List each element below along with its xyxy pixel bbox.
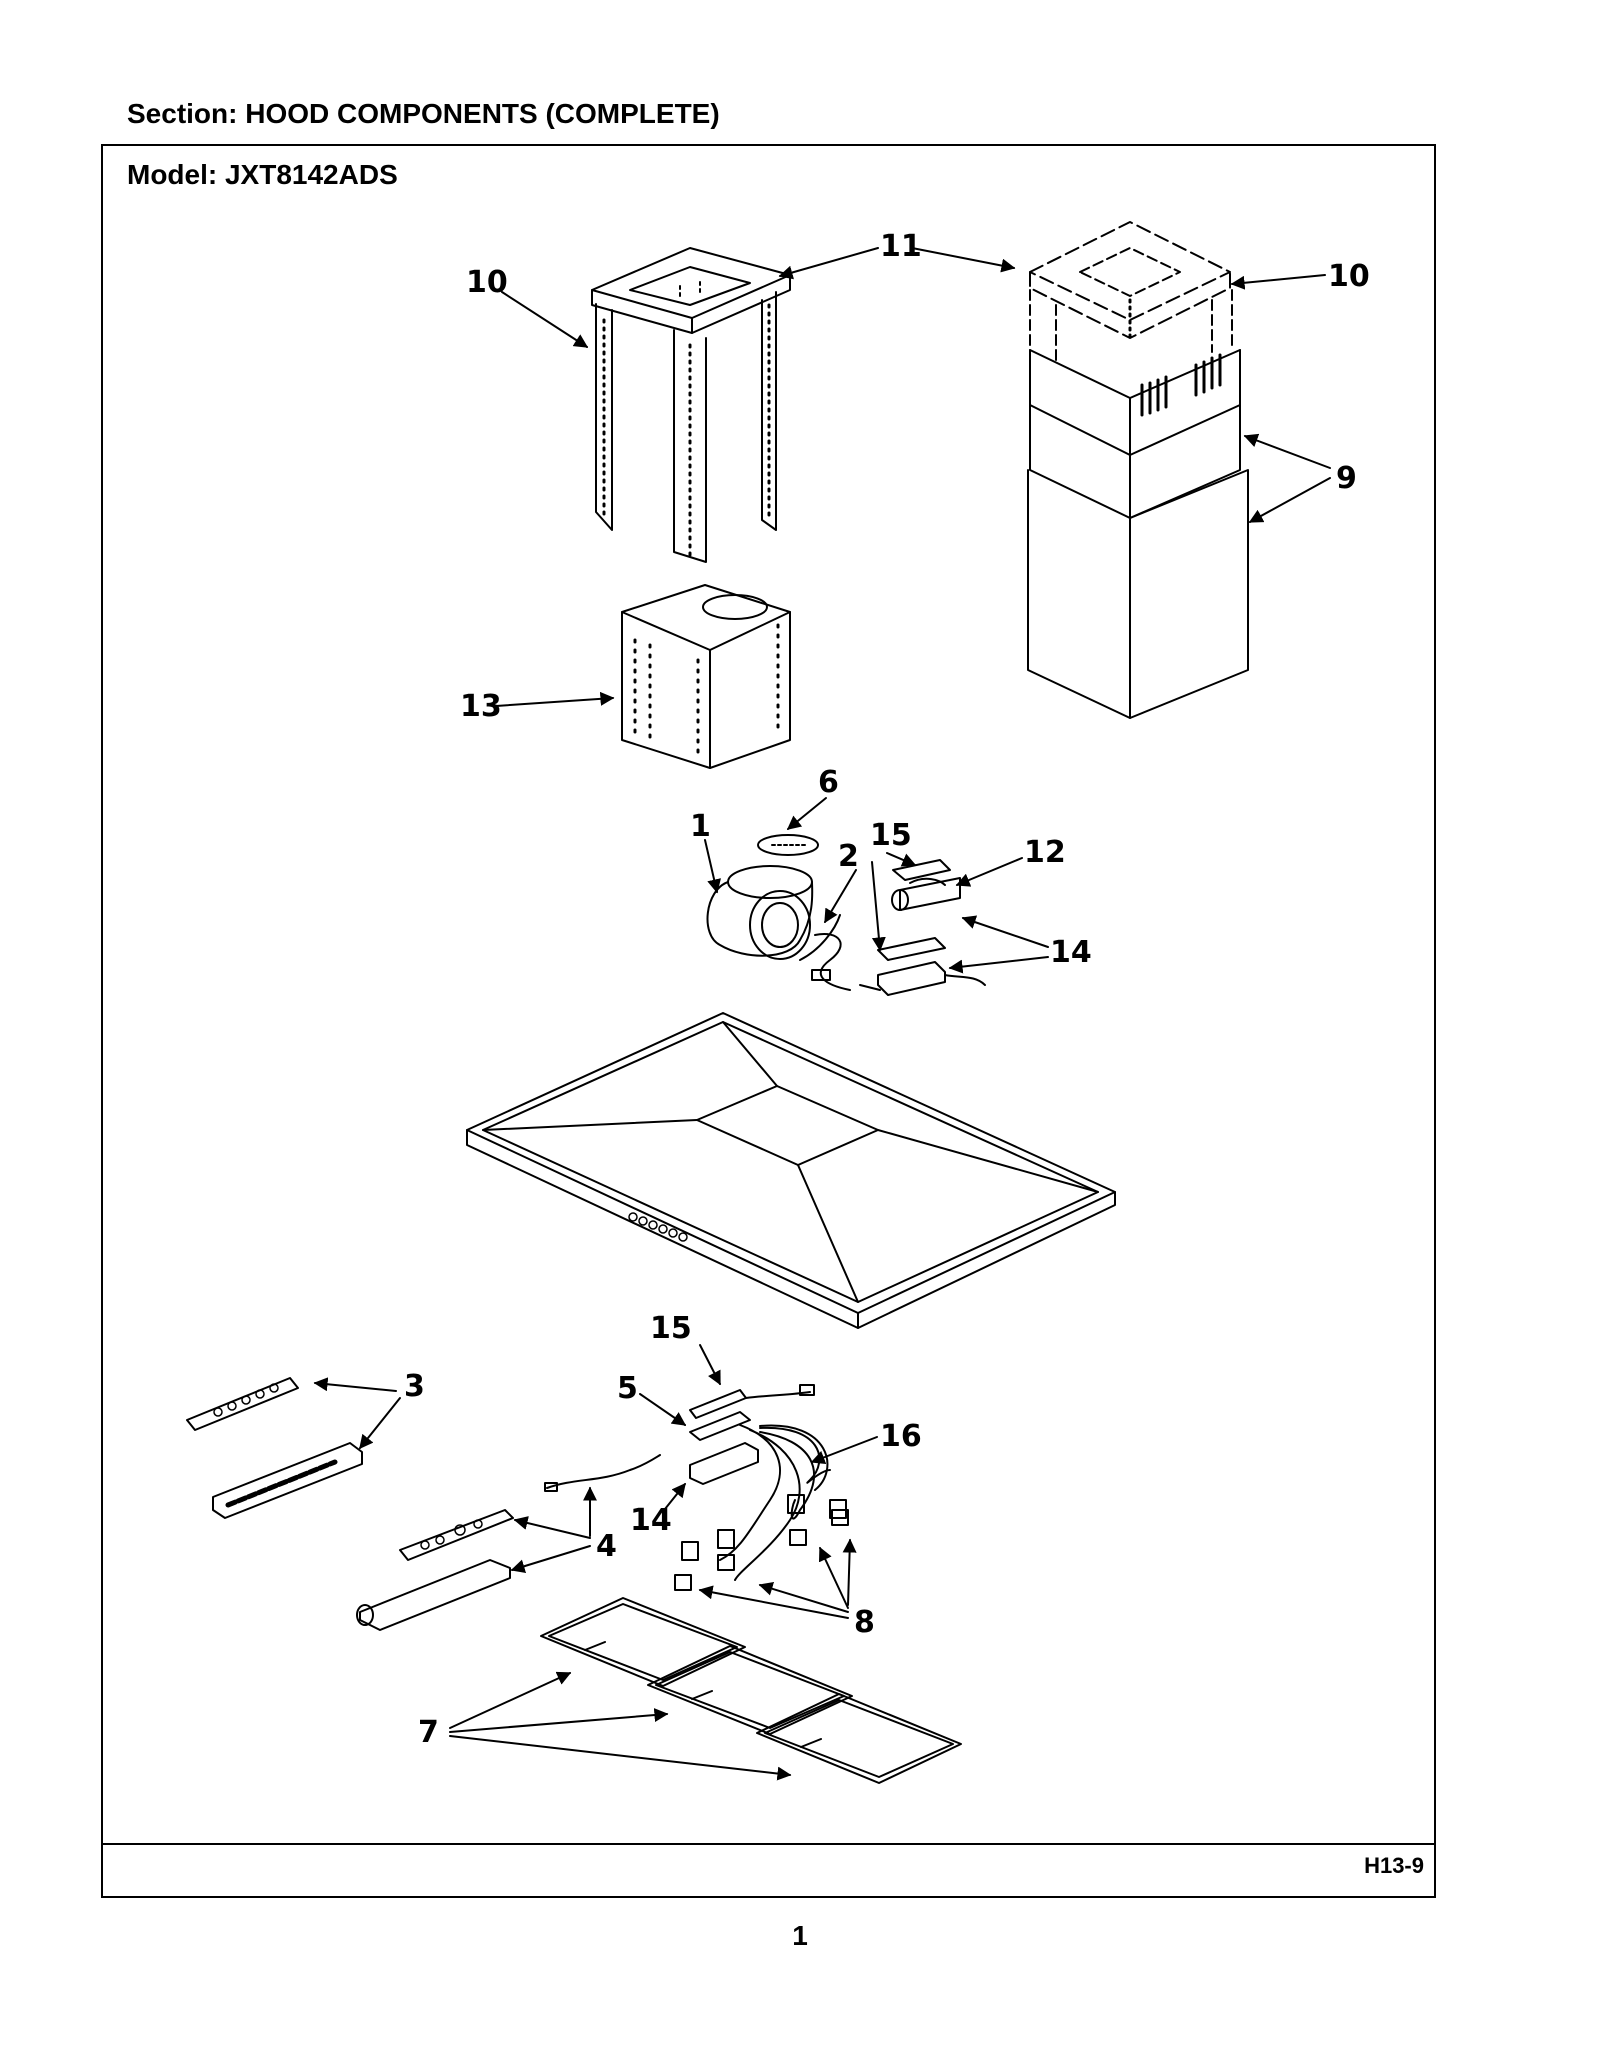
duct-frame-left — [591, 247, 791, 563]
callout-16: 16 — [880, 1419, 922, 1454]
callout-3: 3 — [404, 1369, 425, 1404]
callout-7: 7 — [418, 1715, 439, 1750]
callout-10-left: 10 — [466, 265, 508, 300]
motor-assembly — [706, 834, 986, 996]
callout-8: 8 — [854, 1605, 875, 1640]
grease-filters — [540, 1597, 962, 1784]
duct-cover-right — [1027, 221, 1249, 719]
page-code: H13-9 — [1364, 1853, 1424, 1878]
callout-4: 4 — [596, 1529, 617, 1564]
control-panel-parts — [186, 1377, 363, 1519]
callout-15-top: 15 — [870, 818, 912, 853]
callout-5: 5 — [617, 1371, 638, 1406]
leader-lines — [313, 247, 1331, 1781]
section-title: Section: HOOD COMPONENTS (COMPLETE) — [127, 98, 720, 129]
footer-divider — [101, 1843, 1436, 1845]
callout-2: 2 — [838, 839, 859, 874]
callout-14-bottom: 14 — [630, 1503, 672, 1538]
callout-15-bottom: 15 — [650, 1311, 692, 1346]
callout-9: 9 — [1336, 461, 1357, 496]
hood-pan — [466, 1012, 1116, 1329]
callout-13: 13 — [460, 689, 502, 724]
callout-12: 12 — [1024, 835, 1066, 870]
light-socket-group — [674, 1494, 849, 1591]
switch-parts — [356, 1454, 661, 1631]
callout-1: 1 — [690, 809, 711, 844]
callout-6: 6 — [818, 765, 839, 800]
blower-box — [621, 584, 791, 769]
callout-10-right: 10 — [1328, 259, 1370, 294]
model-title: Model: JXT8142ADS — [127, 159, 398, 190]
page-number: 1 — [792, 1920, 808, 1951]
light-harness — [674, 1384, 849, 1591]
diagram-frame — [101, 144, 1436, 1898]
callout-11: 11 — [880, 229, 922, 264]
callout-14-top: 14 — [1050, 935, 1092, 970]
